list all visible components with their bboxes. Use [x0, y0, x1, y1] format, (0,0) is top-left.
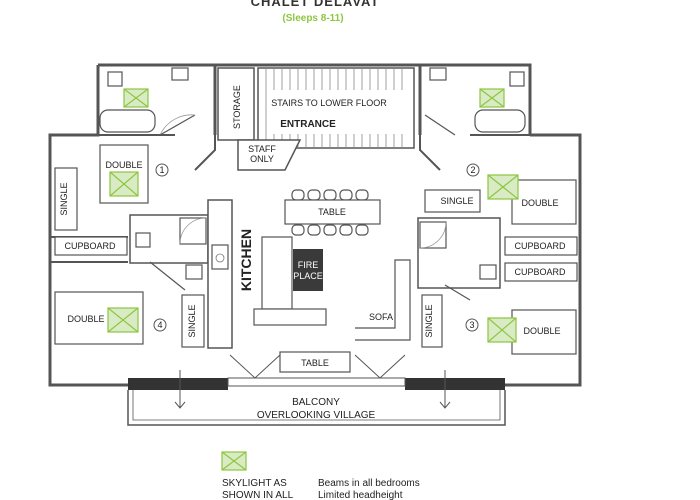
table-label-top: TABLE — [318, 207, 346, 217]
double-label-3: DOUBLE — [523, 326, 560, 336]
legend-skylight-2: SHOWN IN ALL — [222, 490, 294, 500]
double-label-1: DOUBLE — [105, 160, 142, 170]
bedroom-1 — [50, 134, 216, 256]
bedroom-2 — [419, 134, 578, 256]
kitchen-label: KITCHEN — [238, 229, 254, 291]
dining-table-top — [284, 189, 381, 236]
cupboard-label-2: CUPBOARD — [514, 241, 566, 251]
stairs — [257, 67, 415, 149]
bedroom-3 — [421, 262, 578, 355]
single-label-4: SINGLE — [187, 304, 197, 337]
staff-only-room — [237, 139, 302, 171]
kitchen — [207, 199, 327, 349]
fireplace-label-2: PLACE — [293, 271, 323, 281]
double-bed-2 — [511, 179, 577, 225]
single-label-1: SINGLE — [59, 182, 69, 215]
room-number-4: 4 — [157, 320, 162, 330]
legend-skylight-1: SKYLIGHT AS — [222, 478, 287, 489]
bottom-wall — [128, 351, 505, 390]
double-label-4: DOUBLE — [67, 314, 104, 324]
storage-room — [217, 67, 255, 141]
fireplace-label-1: FIRE — [298, 260, 319, 270]
storage-label: STORAGE — [232, 85, 242, 129]
single-bed-3 — [421, 294, 443, 348]
bathroom-top-left — [99, 67, 196, 136]
single-label-3: SINGLE — [424, 304, 434, 337]
plan-title: CHALET DELAVAT — [251, 0, 380, 9]
sofa-label: SOFA — [369, 312, 393, 322]
fireplace — [293, 249, 323, 291]
bathroom-mid-left — [129, 214, 209, 280]
room-number-1: 1 — [159, 165, 164, 175]
plan-subtitle: (Sleeps 8-11) — [282, 13, 343, 24]
cupboard-label-3: CUPBOARD — [514, 267, 566, 277]
entrance-label: ENTRANCE — [280, 119, 336, 130]
legend — [221, 451, 247, 471]
outer-walls — [48, 63, 582, 387]
bedroom-4 — [50, 261, 205, 348]
staff-label-2: ONLY — [250, 154, 274, 164]
table-label-bottom: TABLE — [301, 358, 329, 368]
legend-note-1: Beams in all bedrooms — [318, 478, 420, 489]
balcony-sub-label: OVERLOOKING VILLAGE — [257, 410, 376, 421]
single-bed-1 — [54, 167, 78, 231]
single-bed-4 — [181, 294, 205, 348]
room-number-2: 2 — [470, 165, 475, 175]
sofa — [355, 259, 411, 341]
bathroom-mid-right — [417, 217, 501, 289]
staff-label-1: STAFF — [248, 144, 276, 154]
double-label-2: DOUBLE — [521, 198, 558, 208]
single-bed-2 — [424, 189, 481, 213]
balcony-label: BALCONY — [292, 397, 340, 408]
stairs-label: STAIRS TO LOWER FLOOR — [271, 98, 387, 108]
bathroom-top-right — [424, 67, 526, 136]
room-number-3: 3 — [469, 320, 474, 330]
legend-note-2: Limited headheight — [318, 490, 403, 500]
cupboard-label-1: CUPBOARD — [64, 241, 116, 251]
single-label-2: SINGLE — [440, 196, 473, 206]
balcony — [127, 370, 506, 426]
